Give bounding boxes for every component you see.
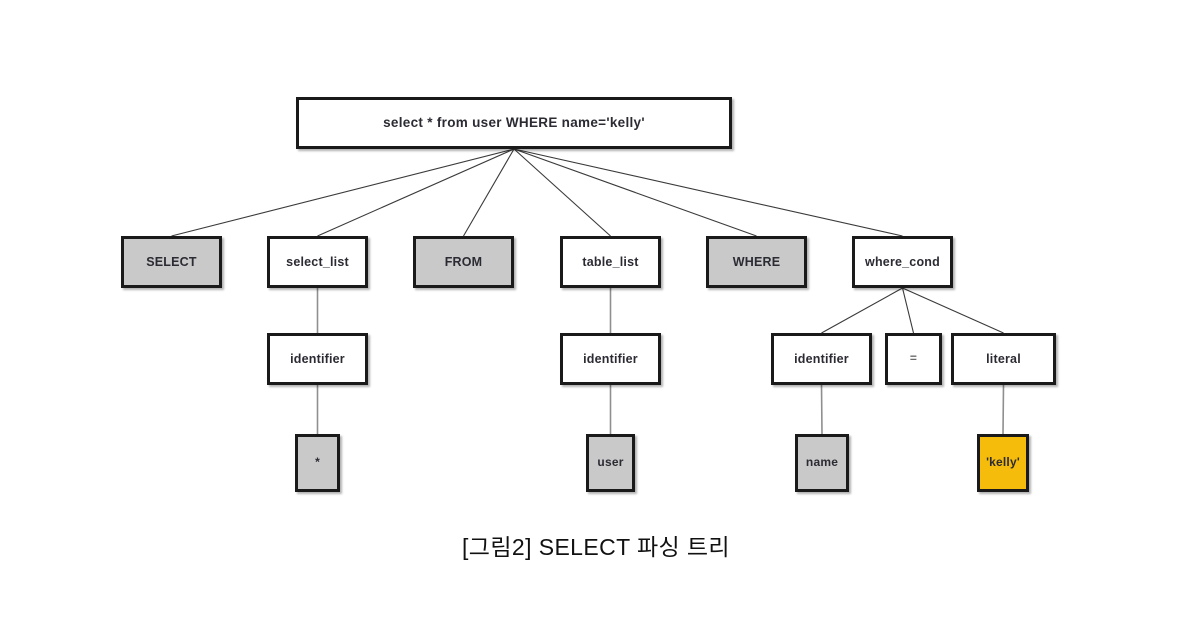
tree-edge-root-query-to-select-list xyxy=(317,148,515,237)
tree-node-label: SELECT xyxy=(146,254,197,269)
tree-edge-root-query-to-table-list xyxy=(513,148,611,237)
tree-node-identifier-cond[interactable]: identifier xyxy=(771,333,872,385)
tree-edge-where-cond-to-literal xyxy=(902,287,1004,334)
tree-node-identifier-select[interactable]: identifier xyxy=(267,333,368,385)
tree-node-label: name xyxy=(805,455,839,470)
tree-node-leaf-kelly[interactable]: 'kelly' xyxy=(977,434,1029,492)
tree-edge-literal-to-leaf-kelly xyxy=(1002,384,1005,435)
tree-node-label: select * from user WHERE name='kelly' xyxy=(383,115,645,131)
tree-node-leaf-star[interactable]: * xyxy=(295,434,340,492)
tree-node-leaf-name[interactable]: name xyxy=(795,434,849,492)
tree-node-label: literal xyxy=(986,351,1021,366)
tree-node-root-query[interactable]: select * from user WHERE name='kelly' xyxy=(296,97,732,149)
tree-node-literal[interactable]: literal xyxy=(951,333,1056,385)
tree-node-identifier-table[interactable]: identifier xyxy=(560,333,661,385)
tree-node-label: user xyxy=(597,455,624,470)
tree-node-label: identifier xyxy=(794,351,849,366)
tree-edge-root-query-to-where-keyword xyxy=(513,148,757,237)
tree-node-table-list[interactable]: table_list xyxy=(560,236,661,288)
tree-node-where-keyword[interactable]: WHERE xyxy=(706,236,807,288)
tree-node-label: = xyxy=(909,351,918,366)
figure-caption: [그림2] SELECT 파싱 트리 xyxy=(462,534,730,560)
tree-edge-root-query-to-where-cond xyxy=(513,148,903,237)
tree-node-from-keyword[interactable]: FROM xyxy=(413,236,514,288)
tree-node-label: * xyxy=(315,455,320,470)
tree-node-leaf-user[interactable]: user xyxy=(586,434,635,492)
tree-node-equals-operator[interactable]: = xyxy=(885,333,942,385)
tree-node-label: 'kelly' xyxy=(986,455,1020,470)
tree-node-label: where_cond xyxy=(865,254,940,269)
tree-edge-where-cond-to-identifier-cond xyxy=(821,287,903,334)
tree-node-label: identifier xyxy=(583,351,638,366)
tree-node-where-cond[interactable]: where_cond xyxy=(852,236,953,288)
tree-node-label: FROM xyxy=(444,254,483,269)
tree-node-select-keyword[interactable]: SELECT xyxy=(121,236,222,288)
tree-edge-root-query-to-select-keyword xyxy=(171,148,515,237)
tree-node-select-list[interactable]: select_list xyxy=(267,236,368,288)
tree-edge-root-query-to-from-keyword xyxy=(463,148,515,237)
tree-edge-where-cond-to-equals-operator xyxy=(901,287,915,334)
tree-edge-identifier-cond-to-leaf-name xyxy=(820,384,823,435)
tree-node-label: table_list xyxy=(582,254,639,269)
tree-node-label: WHERE xyxy=(732,254,781,269)
tree-node-label: select_list xyxy=(286,254,349,269)
tree-node-label: identifier xyxy=(290,351,345,366)
